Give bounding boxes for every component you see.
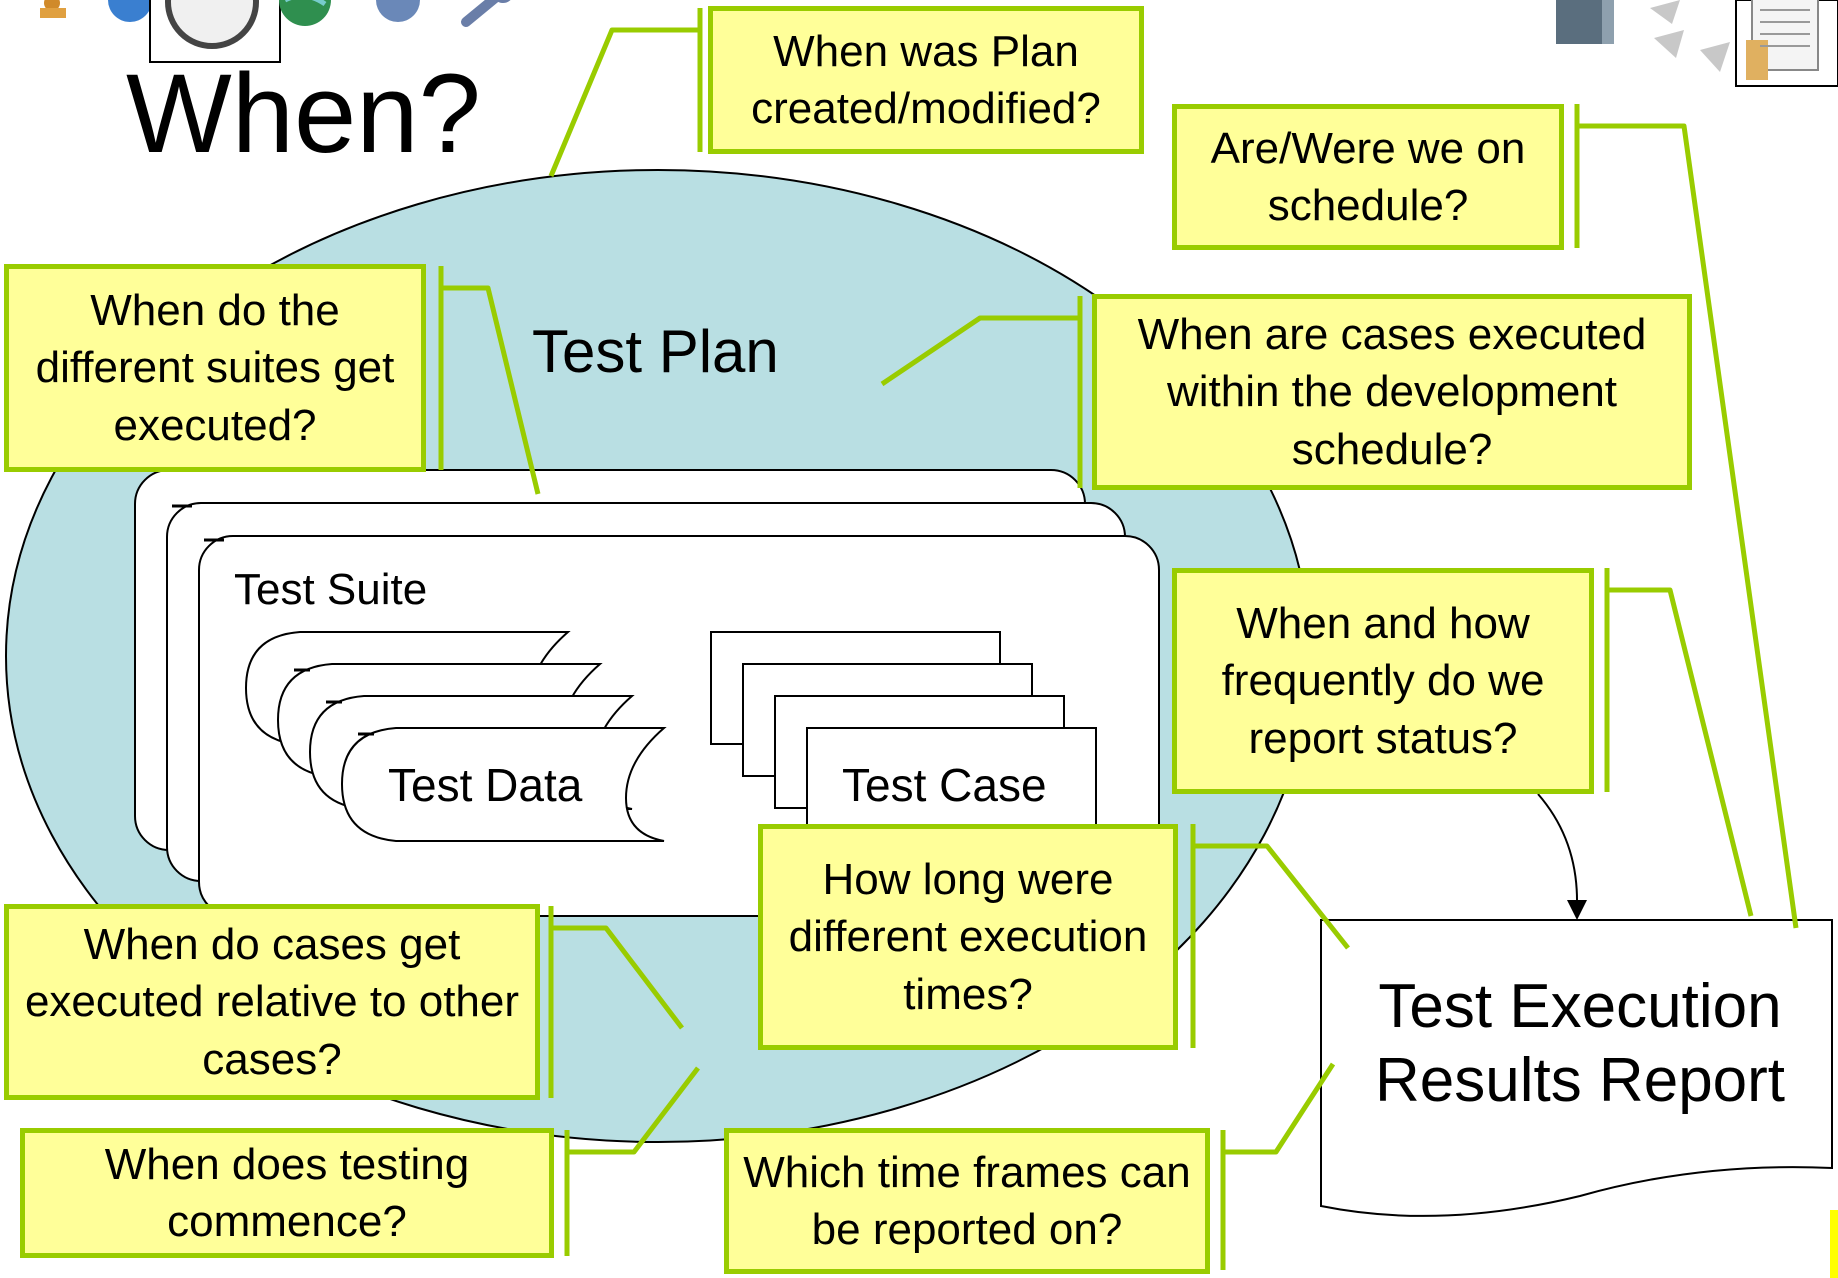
- test-data-stack: [244, 631, 667, 842]
- connector-time-frames: [1223, 1062, 1336, 1155]
- callout-on-schedule: Are/Were we on schedule?: [1172, 104, 1564, 250]
- callout-report-frequency: When and how frequently do we report sta…: [1172, 568, 1594, 794]
- callout-suites-executed: When do the different suites get execute…: [4, 264, 426, 472]
- callout-testing-commence: When does testing commence?: [20, 1128, 554, 1258]
- connector-testing-commence: [567, 1066, 700, 1155]
- connector-execution-times: [1193, 843, 1350, 950]
- clock-icon[interactable]: [149, 0, 281, 63]
- test-plan-label: Test Plan: [532, 318, 779, 385]
- callout-plan-created: When was Plan created/modified?: [708, 6, 1144, 154]
- arrow-to-report: [1537, 793, 1579, 905]
- results-report-line2: Results Report: [1374, 1046, 1786, 1116]
- info-icon[interactable]: [108, 0, 152, 22]
- connector-report-frequency: [1607, 587, 1754, 917]
- accent-bar: [1830, 1210, 1838, 1278]
- callout-cases-in-schedule: When are cases executed within the devel…: [1092, 294, 1692, 490]
- callout-time-frames: Which time frames can be reported on?: [724, 1128, 1210, 1274]
- server-icon[interactable]: [1556, 0, 1614, 44]
- test-data-label: Test Data: [388, 759, 583, 811]
- results-report-label: Test Execution Results Report: [1330, 970, 1830, 1119]
- results-report-line1: Test Execution: [1378, 972, 1782, 1041]
- callout-execution-times: How long were different execution times?: [758, 824, 1178, 1050]
- connector-on-schedule: [1577, 123, 1799, 929]
- connector-relative-cases: [551, 925, 684, 1030]
- test-case-label: Test Case: [842, 759, 1047, 811]
- page-title: When?: [126, 51, 481, 176]
- user-icon[interactable]: [40, 0, 66, 18]
- test-suite-label: Test Suite: [234, 565, 428, 614]
- globe-icon[interactable]: [279, 0, 331, 26]
- tools-icon[interactable]: [461, 0, 512, 27]
- connector-plan-created: [548, 27, 700, 177]
- help-icon[interactable]: [376, 0, 420, 22]
- results-report-document: [1320, 919, 1833, 1217]
- callout-relative-cases: When do cases get executed relative to o…: [4, 904, 540, 1100]
- connector-suites: [441, 285, 541, 495]
- document-icon[interactable]: [1735, 0, 1838, 87]
- recycle-arrows-icon: [1650, 0, 1730, 72]
- connector-cases-schedule: [880, 315, 1080, 387]
- test-case-stack: [710, 631, 1097, 841]
